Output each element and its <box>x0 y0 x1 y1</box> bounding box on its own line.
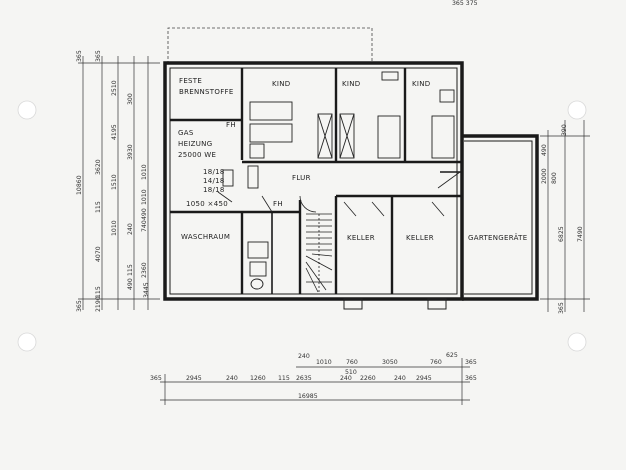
dim-left3-1: 3930 <box>127 144 134 160</box>
label-fh-2: FH <box>273 200 283 208</box>
label-heizung-power: 25000 WE <box>178 151 216 159</box>
dim-right-0: 390 <box>561 124 568 136</box>
dim-bottom-total: 16985 <box>298 393 318 400</box>
label-waschraum: WASCHRAUM <box>181 233 230 241</box>
dim-left2-5: 3445 <box>143 282 150 298</box>
dim-left-outer-1: 10860 <box>76 175 83 195</box>
dim-left1-3: 4070 <box>95 246 102 262</box>
dim-left1-2: 115 <box>95 201 102 213</box>
punch-hole-bottom-left <box>17 332 37 352</box>
dim-left1-0: 365 <box>95 50 102 62</box>
dim-bottom1-2: 760 <box>346 359 358 366</box>
dim-bottom1-4: 760 <box>430 359 442 366</box>
dim-left-outer-0: 365 <box>76 50 83 62</box>
dim-bottom2-3: 1260 <box>250 375 266 382</box>
dim-bottom2-6: 240 <box>340 375 352 382</box>
dim-bottom2-9: 2945 <box>416 375 432 382</box>
dim-right-6: 365 <box>558 302 565 314</box>
dim-left1-1: 3620 <box>95 159 102 175</box>
dim-bottom2-2: 240 <box>226 375 238 382</box>
light-wells <box>343 298 447 310</box>
dim-left2-0: 2510 <box>111 80 118 96</box>
outer-walls <box>163 61 539 301</box>
punch-hole-top-left <box>17 100 37 120</box>
dim-left2-2: 1510 <box>111 174 118 190</box>
dim-left1-4: 115 <box>95 286 102 298</box>
label-gartengeraete: GARTENGERÄTE <box>468 233 527 242</box>
dim-right-4: 6825 <box>558 226 565 242</box>
dim-left3-0: 300 <box>127 93 134 105</box>
dimension-lines-right <box>540 120 590 312</box>
label-gas: GAS <box>178 129 194 137</box>
punch-hole-bottom-right <box>567 332 587 352</box>
dim-right-2: 2000 <box>541 168 548 184</box>
label-kind-2: KIND <box>342 80 360 88</box>
dim-left3-3: 490 <box>127 278 134 290</box>
dim-bottom2-10: 365 <box>465 375 477 382</box>
label-vent-3: 18/18 <box>203 186 225 194</box>
dim-bottom2-0: 365 <box>150 375 162 382</box>
terrace-outline <box>167 27 373 64</box>
label-feste: FESTE <box>179 77 202 85</box>
dim-left4-0: 1010 <box>141 164 148 180</box>
dim-right-1: 490 <box>541 144 548 156</box>
dim-bottom2-8: 240 <box>394 375 406 382</box>
dim-bottom1-0: 240 <box>298 353 310 360</box>
doors <box>217 171 461 217</box>
label-keller-2: KELLER <box>406 234 434 242</box>
dim-right-5: 7490 <box>577 226 584 242</box>
dim-left4-3: 740 <box>141 220 148 232</box>
label-window-note: 1050 ×450 <box>186 200 228 208</box>
dim-right-3: 800 <box>551 172 558 184</box>
dim-bottom2-7: 2260 <box>360 375 376 382</box>
furniture <box>222 71 455 290</box>
dim-bottom1-1: 1010 <box>316 359 332 366</box>
dim-left3-2: 240 <box>127 223 134 235</box>
label-heizung: HEIZUNG <box>178 140 212 148</box>
label-vent-2: 14/18 <box>203 177 225 185</box>
dim-left4-1: 1010 <box>141 189 148 205</box>
dim-bottom2-1: 2945 <box>186 375 202 382</box>
dimension-lines-bottom <box>160 358 470 405</box>
dim-left2-4: 115 <box>127 264 134 276</box>
label-kind-1: KIND <box>272 80 290 88</box>
label-flur: FLUR <box>292 174 311 182</box>
interior-walls <box>170 68 462 294</box>
dim-bottom1-6: 510 <box>345 369 357 376</box>
dim-left2-1: 4195 <box>111 124 118 140</box>
dim-left-outer-2: 365 <box>76 300 83 312</box>
dim-bottom1-3: 3050 <box>382 359 398 366</box>
dim-left1-5: 2190 <box>95 296 102 312</box>
dim-left4-4: 2360 <box>141 262 148 278</box>
staircase <box>305 213 333 294</box>
label-vent-1: 18/18 <box>203 168 225 176</box>
dim-bottom1-7: 365 <box>465 359 477 366</box>
dim-left4-2: 490 <box>141 208 148 220</box>
dim-bottom2-5: 2635 <box>296 375 312 382</box>
label-fh-1: FH <box>226 121 236 129</box>
dim-bottom1-5: 625 <box>446 352 458 359</box>
header-fragment: 365 375 <box>452 0 478 7</box>
label-brennstoffe: BRENNSTOFFE <box>179 88 234 96</box>
label-keller-1: KELLER <box>347 234 375 242</box>
punch-hole-top-right <box>567 100 587 120</box>
dimension-lines-left <box>78 56 160 310</box>
label-kind-3: KIND <box>412 80 430 88</box>
dim-left2-3: 1010 <box>111 220 118 236</box>
dim-bottom2-4: 115 <box>278 375 290 382</box>
